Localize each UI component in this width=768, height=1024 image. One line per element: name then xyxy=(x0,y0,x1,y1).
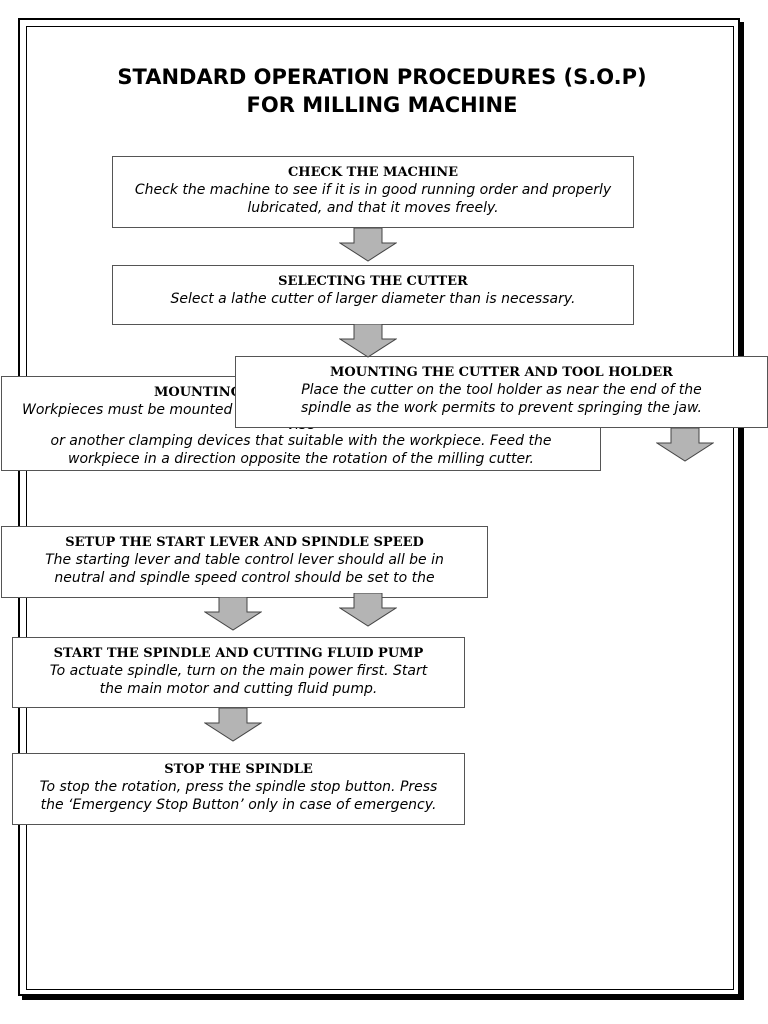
down-arrow-icon xyxy=(204,597,262,631)
down-arrow-icon xyxy=(339,593,397,627)
step-description: The starting lever and table control lev… xyxy=(8,551,481,587)
step-heading: MOUNTING THE CUTTER AND TOOL HOLDER xyxy=(330,365,673,380)
step-description: Check the machine to see if it is in goo… xyxy=(119,181,627,217)
step-description-line: or another clamping devices that suitabl… xyxy=(50,433,552,449)
step-description: To actuate spindle, turn on the main pow… xyxy=(19,662,458,698)
step-description: Select a lathe cutter of larger diameter… xyxy=(119,290,627,308)
step-check-machine: CHECK THE MACHINE Check the machine to s… xyxy=(112,156,634,228)
step-stop-spindle: STOP THE SPINDLE To stop the rotation, p… xyxy=(12,753,465,825)
step-description-line: the ‘Emergency Stop Button’ only in case… xyxy=(40,797,437,813)
step-description-line: To stop the rotation, press the spindle … xyxy=(39,779,438,795)
step-description: To stop the rotation, press the spindle … xyxy=(19,778,458,814)
step-description-line: spindle as the work permits to prevent s… xyxy=(301,400,702,416)
step-description-line: Place the cutter on the tool holder as n… xyxy=(301,382,702,398)
step-start-spindle: START THE SPINDLE AND CUTTING FLUID PUMP… xyxy=(12,637,465,708)
step-heading: START THE SPINDLE AND CUTTING FLUID PUMP xyxy=(53,646,424,661)
down-arrow-icon xyxy=(204,708,262,742)
step-description-line: workpiece in a direction opposite the ro… xyxy=(68,451,534,467)
page-border-inner xyxy=(26,26,734,990)
page-title: STANDARD OPERATION PROCEDURES (S.O.P) FO… xyxy=(26,63,738,119)
step-heading: SELECTING THE CUTTER xyxy=(278,274,468,289)
step-description-line: Select a lathe cutter of larger diameter… xyxy=(170,291,576,307)
down-arrow-icon xyxy=(656,428,714,462)
page-title-line-2: FOR MILLING MACHINE xyxy=(246,93,518,117)
step-description: Place the cutter on the tool holder as n… xyxy=(242,381,761,417)
step-description-line: lubricated, and that it moves freely. xyxy=(247,200,499,216)
step-heading: STOP THE SPINDLE xyxy=(164,762,313,777)
page-border-outer xyxy=(18,18,740,996)
step-description-line: Check the machine to see if it is in goo… xyxy=(134,182,612,198)
step-heading: CHECK THE MACHINE xyxy=(287,165,459,180)
step-description-line: The starting lever and table control lev… xyxy=(45,552,444,568)
step-description-line: To actuate spindle, turn on the main pow… xyxy=(49,663,428,679)
step-heading: SETUP THE START LEVER AND SPINDLE SPEED xyxy=(65,535,424,550)
step-description-line: neutral and spindle speed control should… xyxy=(54,570,435,586)
step-setup-start-lever: SETUP THE START LEVER AND SPINDLE SPEED … xyxy=(1,526,488,598)
step-mounting-cutter-tool-holder: MOUNTING THE CUTTER AND TOOL HOLDER Plac… xyxy=(235,356,768,428)
down-arrow-icon xyxy=(339,324,397,358)
step-selecting-cutter: SELECTING THE CUTTER Select a lathe cutt… xyxy=(112,265,634,325)
step-description-line: Workpieces must be mounted xyxy=(22,402,233,418)
page-title-line-1: STANDARD OPERATION PROCEDURES (S.O.P) xyxy=(117,65,647,89)
step-heading: MOUNTING xyxy=(154,385,242,400)
down-arrow-icon xyxy=(339,228,397,262)
step-description-line: the main motor and cutting fluid pump. xyxy=(99,681,378,697)
